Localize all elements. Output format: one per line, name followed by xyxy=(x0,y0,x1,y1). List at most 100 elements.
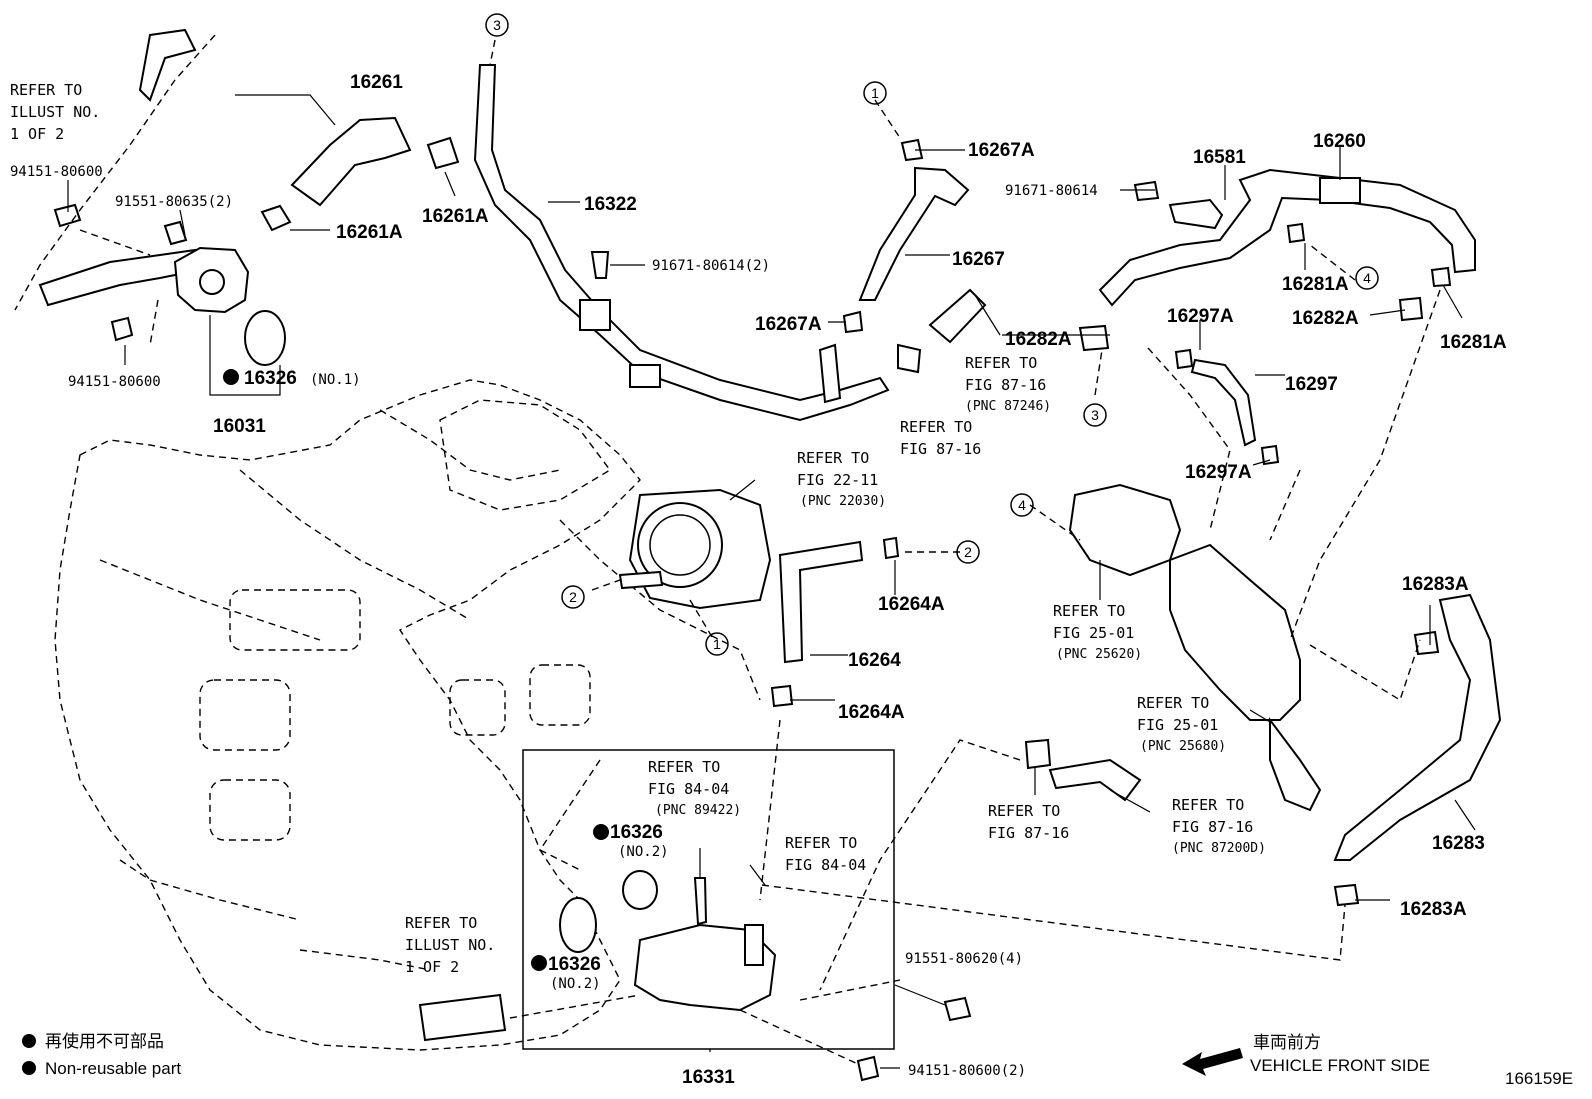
bolt-91551-80620 xyxy=(943,996,972,1022)
throttle-body xyxy=(618,488,772,610)
label-no2-low: (NO.2) xyxy=(550,976,601,992)
svg-text:(PNC 89422): (PNC 89422) xyxy=(655,803,741,818)
svg-text:REFER TO: REFER TO xyxy=(10,81,82,99)
thermostat-box xyxy=(522,749,895,1050)
legend-text-jp: 再使用不可部品 xyxy=(45,1031,164,1051)
nonreusable-dot-2 xyxy=(593,824,609,840)
refer-illust-top: REFER TO ILLUST NO. 1 OF 2 xyxy=(10,81,100,143)
callout-2-right: 2 xyxy=(956,540,980,564)
hose-87200d xyxy=(1048,758,1142,802)
label-16283a-top: 16283A xyxy=(1402,574,1469,595)
nut-94151-80600-lower xyxy=(856,1055,880,1082)
label-16322: 16322 xyxy=(584,194,637,215)
sensor-89422 xyxy=(693,877,708,926)
clamp-16281a-a xyxy=(1286,222,1306,244)
svg-text:REFER TO: REFER TO xyxy=(797,449,869,467)
svg-text:REFER TO: REFER TO xyxy=(405,914,477,932)
svg-text:REFER TO: REFER TO xyxy=(1053,602,1125,620)
label-16260: 16260 xyxy=(1313,131,1366,152)
svg-text:3: 3 xyxy=(493,17,501,33)
svg-text:REFER TO: REFER TO xyxy=(1137,694,1209,712)
callout-4-top: 4 xyxy=(1355,266,1379,290)
legend-text-en: Non-reusable part xyxy=(45,1059,181,1078)
clamp-16267a-top xyxy=(900,138,924,162)
label-16264a-top: 16264A xyxy=(878,594,945,615)
callout-1-mid: 1 xyxy=(705,632,729,656)
vehicle-front-indicator: 車両前方 VEHICLE FRONT SIDE xyxy=(1182,1033,1430,1076)
engine-block xyxy=(54,379,761,1051)
label-16326-top: 16326 xyxy=(244,368,297,389)
svg-text:REFER TO: REFER TO xyxy=(965,354,1037,372)
svg-text:FIG 87-16: FIG 87-16 xyxy=(965,376,1046,394)
legend-dot-en xyxy=(22,1061,36,1075)
svg-text:(PNC 25620): (PNC 25620) xyxy=(1056,647,1142,662)
arrow-left-icon xyxy=(1182,1048,1243,1076)
clamp-16282a-mid xyxy=(897,343,922,374)
callout-2-left: 2 xyxy=(561,585,585,609)
nonreusable-dot-3 xyxy=(531,955,547,971)
pipe-16322 xyxy=(473,64,890,422)
label-94151-80600-mid: 94151-80600 xyxy=(68,374,161,390)
label-91671-80614-2: 91671-80614(2) xyxy=(652,258,770,274)
label-16261a-top: 16261A xyxy=(422,206,489,227)
label-91551-80635: 91551-80635(2) xyxy=(115,194,233,210)
hose-87246 xyxy=(928,288,987,344)
label-16282a-right: 16282A xyxy=(1292,308,1359,329)
label-16283: 16283 xyxy=(1432,833,1485,854)
svg-text:3: 3 xyxy=(1091,407,1099,423)
clamp-16297a-top xyxy=(1174,348,1194,370)
svg-text:2: 2 xyxy=(569,589,577,605)
label-16283a: 16283A xyxy=(1400,899,1467,920)
label-16264a: 16264A xyxy=(838,702,905,723)
label-16264: 16264 xyxy=(848,650,901,671)
svg-text:VEHICLE FRONT SIDE: VEHICLE FRONT SIDE xyxy=(1250,1056,1430,1075)
label-16261a: 16261A xyxy=(336,222,403,243)
label-16031: 16031 xyxy=(213,416,266,437)
egr-assembly xyxy=(1068,483,1322,812)
label-16297: 16297 xyxy=(1285,374,1338,395)
hose-16261 xyxy=(290,116,412,207)
svg-text:FIG 84-04: FIG 84-04 xyxy=(785,856,866,874)
clamp-16282a-b xyxy=(1398,296,1424,322)
clamp-16264a xyxy=(882,536,900,560)
label-16331: 16331 xyxy=(682,1067,735,1088)
svg-text:(PNC 25680): (PNC 25680) xyxy=(1140,739,1226,754)
legend-dot-jp xyxy=(22,1034,36,1048)
svg-text:REFER TO: REFER TO xyxy=(648,758,720,776)
label-16281a-left: 16281A xyxy=(1282,274,1349,295)
pipe-16260 xyxy=(1098,168,1476,307)
svg-text:FIG 25-01: FIG 25-01 xyxy=(1053,624,1134,642)
label-16267a: 16267A xyxy=(755,314,822,335)
refer-fig-25-01-b: REFER TO FIG 25-01 (PNC 25680) xyxy=(1137,694,1226,754)
thermostat-housing xyxy=(633,923,777,1012)
svg-text:ILLUST NO.: ILLUST NO. xyxy=(10,103,100,121)
label-16326-low: 16326 xyxy=(548,954,601,975)
illustration-id: 166159E xyxy=(1505,1069,1573,1088)
hose-16283 xyxy=(1333,593,1502,861)
svg-text:REFER TO: REFER TO xyxy=(785,834,857,852)
bracket-16581 xyxy=(1168,198,1224,230)
clamp-16281a-b xyxy=(1430,266,1452,288)
label-16297a: 16297A xyxy=(1185,462,1252,483)
gasket-16326-right xyxy=(622,870,658,910)
svg-text:ILLUST NO.: ILLUST NO. xyxy=(405,936,495,954)
callout-1-top: 1 xyxy=(863,81,887,105)
clamp-16261a-top xyxy=(426,136,460,170)
refer-fig-87-16-b: REFER TO FIG 87-16 xyxy=(900,418,981,458)
svg-text:FIG 84-04: FIG 84-04 xyxy=(648,780,729,798)
refer-fig-87-16-a: REFER TO FIG 87-16 (PNC 87246) xyxy=(965,354,1051,414)
svg-text:FIG 87-16: FIG 87-16 xyxy=(988,824,1069,842)
svg-text:REFER TO: REFER TO xyxy=(900,418,972,436)
clamp-16283a-top xyxy=(1413,630,1440,656)
gasket-16326-left xyxy=(559,897,597,953)
svg-text:4: 4 xyxy=(1363,270,1371,286)
label-91551-80620: 91551-80620(4) xyxy=(905,951,1023,967)
callout-3-top: 3 xyxy=(485,13,509,37)
hose-16297 xyxy=(1190,358,1257,447)
svg-text:4: 4 xyxy=(1018,497,1026,513)
svg-text:FIG 87-16: FIG 87-16 xyxy=(1172,818,1253,836)
hose-refer-illust-lower xyxy=(418,993,507,1042)
label-16297a-top: 16297A xyxy=(1167,306,1234,327)
clamp-87-16 xyxy=(1024,738,1052,770)
